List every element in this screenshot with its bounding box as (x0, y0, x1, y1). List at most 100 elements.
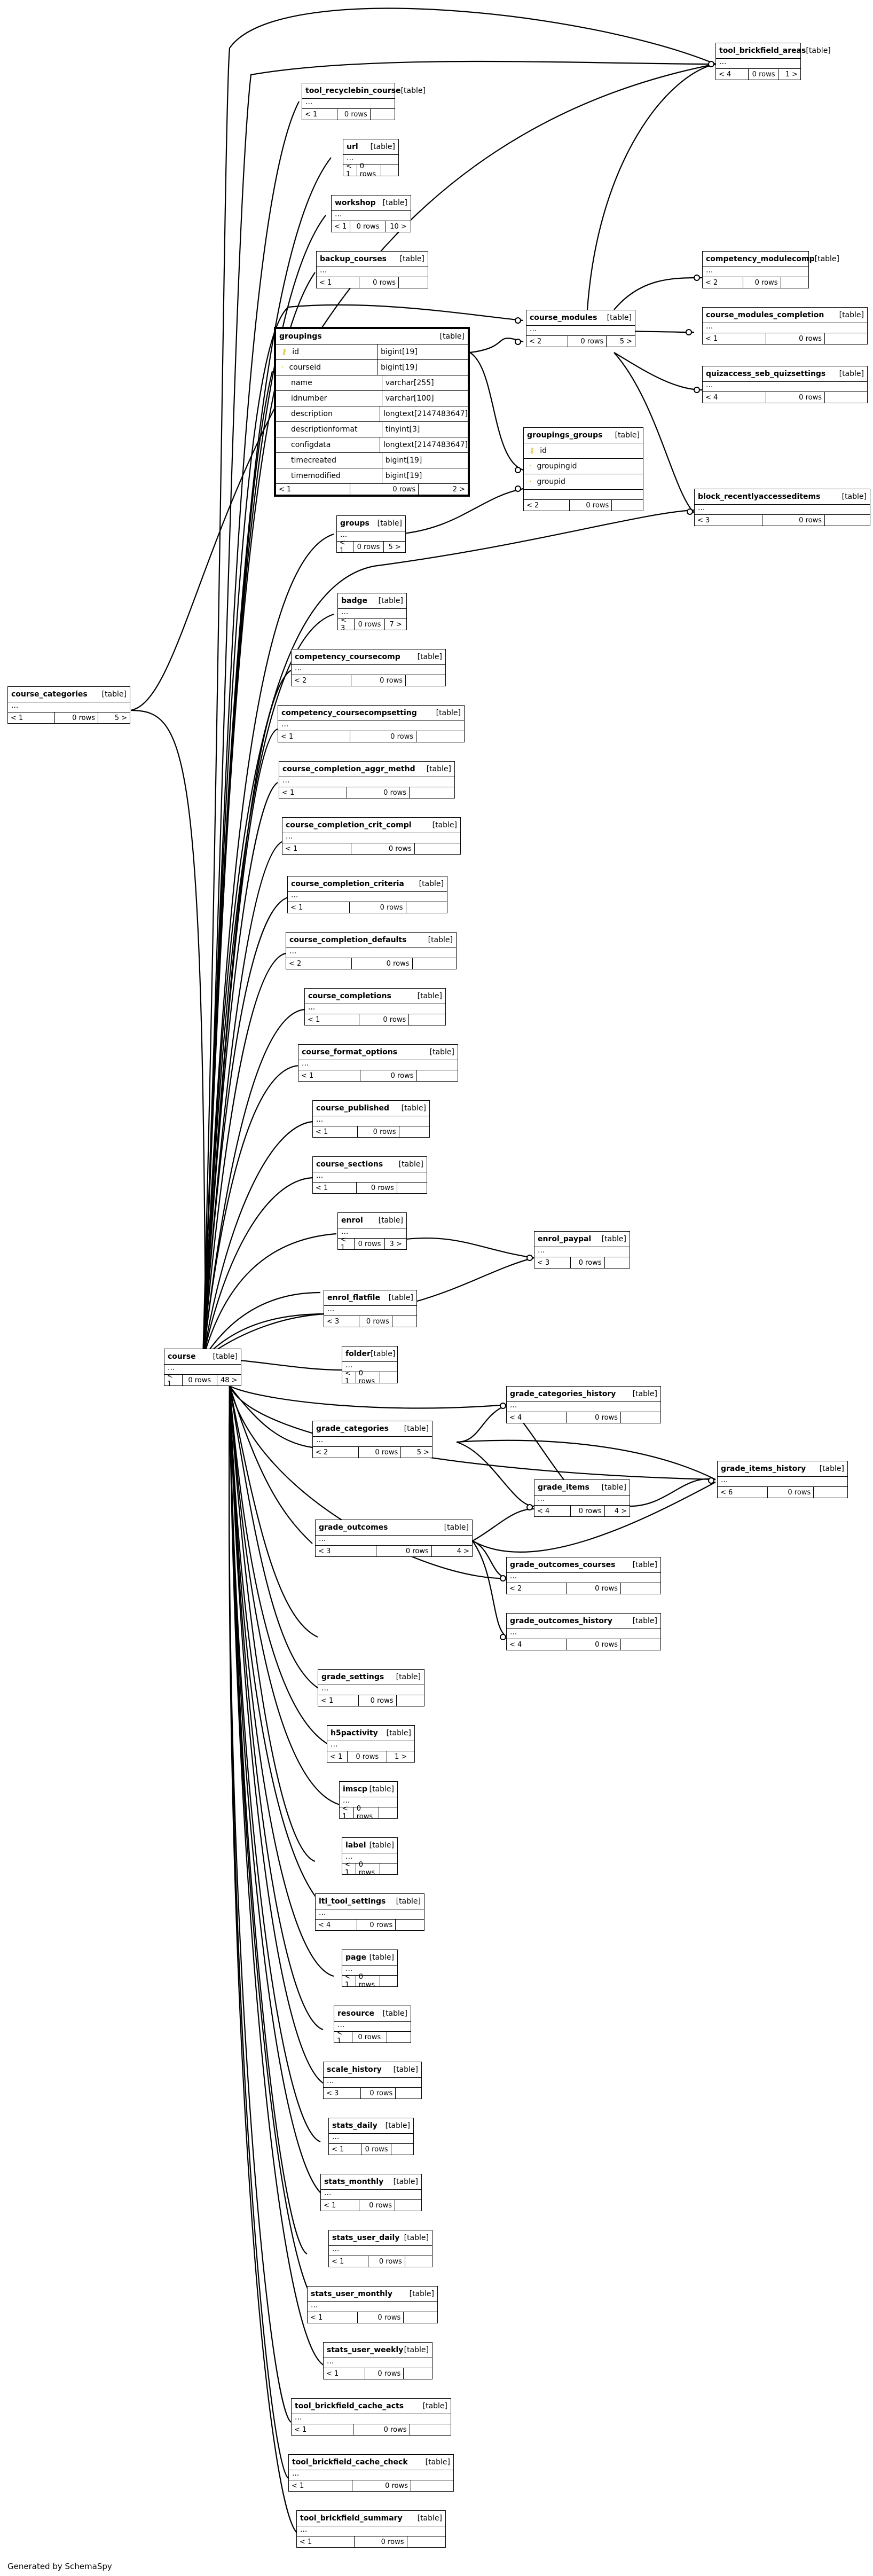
parents-count[interactable]: < 1 (342, 1861, 356, 1877)
children-count[interactable] (397, 1183, 427, 1193)
children-count[interactable] (411, 2480, 453, 2491)
children-count[interactable] (399, 1126, 430, 1137)
table-header[interactable]: block_recentlyaccesseditems[table] (695, 489, 870, 505)
parents-count[interactable]: < 1 (164, 1372, 183, 1388)
table-name[interactable]: lti_tool_settings (319, 1897, 386, 1906)
table-header[interactable]: grade_settings[table] (318, 1670, 424, 1685)
table-header[interactable]: grade_items_history[table] (718, 1461, 847, 1477)
table-header[interactable]: course_published[table] (313, 1101, 429, 1116)
table-name[interactable]: course_completion_defaults (289, 936, 407, 944)
table-header[interactable]: course_sections[table] (313, 1157, 427, 1172)
table-header[interactable]: course_modules[table] (526, 310, 635, 326)
table-name[interactable]: tool_brickfield_summary (300, 2514, 403, 2523)
parents-count[interactable]: < 1 (317, 277, 360, 288)
children-count[interactable] (380, 1372, 397, 1383)
table-header[interactable]: course_categories[table] (8, 687, 130, 702)
table-name[interactable]: enrol (341, 1216, 363, 1225)
children-count[interactable] (395, 2200, 421, 2211)
table-header[interactable]: tool_brickfield_cache_check[table] (289, 2455, 453, 2470)
table-name[interactable]: tool_brickfield_cache_acts (295, 2402, 404, 2410)
parents-count[interactable]: < 1 (308, 2312, 358, 2323)
table-header[interactable]: course_completion_aggr_methd[table] (279, 762, 454, 777)
table-header[interactable]: enrol_paypal[table] (534, 1232, 630, 1247)
table-name[interactable]: groupings_groups (527, 431, 603, 440)
table-header[interactable]: course_completion_criteria[table] (288, 876, 447, 892)
table-name[interactable]: tool_brickfield_cache_check (292, 2458, 408, 2467)
parents-count[interactable]: < 2 (313, 1447, 359, 1458)
table-name[interactable]: folder (345, 1350, 371, 1358)
children-count[interactable]: 10 > (390, 222, 407, 231)
table-header[interactable]: course[table] (164, 1349, 241, 1365)
table-header[interactable]: groups[table] (337, 516, 405, 531)
table-name[interactable]: grade_items (538, 1483, 589, 1492)
table-header[interactable]: enrol_flatfile[table] (324, 1290, 416, 1306)
children-count[interactable] (396, 1920, 424, 1930)
table-header[interactable]: label[table] (342, 1838, 397, 1853)
parents-count[interactable]: < 3 (324, 2088, 361, 2099)
parents-count[interactable]: < 4 (703, 392, 767, 403)
column-row[interactable]: ⚷id (524, 443, 643, 459)
parents-count[interactable]: < 1 (343, 162, 357, 178)
table-name[interactable]: enrol_paypal (538, 1235, 592, 1243)
children-count[interactable] (404, 2312, 437, 2323)
table-header[interactable]: tool_brickfield_summary[table] (297, 2511, 445, 2526)
table-header[interactable]: course_completion_defaults[table] (286, 933, 456, 948)
table-name[interactable]: enrol_flatfile (327, 1294, 380, 1302)
table-groupings-groups[interactable]: groupings_groups[table]⚷id·groupingid·gr… (523, 427, 643, 511)
parents-count[interactable]: < 3 (324, 1316, 360, 1327)
children-count[interactable] (415, 843, 460, 854)
parents-count[interactable]: < 2 (507, 1583, 567, 1594)
children-count[interactable] (392, 1316, 416, 1327)
table-header[interactable]: stats_user_weekly[table] (324, 2343, 432, 2358)
table-header[interactable]: grade_outcomes_courses[table] (507, 1557, 660, 1573)
table-course-completion-aggr-methd[interactable]: course_completion_aggr_methd[table]...< … (279, 761, 455, 798)
children-count[interactable] (621, 1639, 660, 1650)
parents-count[interactable]: < 1 (305, 1014, 359, 1025)
parents-count[interactable]: < 6 (718, 1487, 768, 1498)
table-name[interactable]: course_modules (530, 314, 597, 322)
table-header[interactable]: grade_outcomes_history[table] (507, 1614, 660, 1629)
table-header[interactable]: tool_recyclebin_course[table] (302, 83, 426, 99)
parents-count[interactable]: < 1 (318, 1695, 359, 1706)
parents-count[interactable]: < 1 (329, 2144, 361, 2155)
parents-count[interactable]: < 2 (526, 336, 569, 347)
table-header[interactable]: grade_categories[table] (313, 1421, 432, 1437)
parents-count[interactable]: < 1 (292, 2424, 353, 2435)
children-count[interactable]: 5 > (416, 1448, 429, 1457)
table-name[interactable]: grade_settings (321, 1673, 384, 1681)
parents-count[interactable]: < 1 (313, 1126, 358, 1137)
table-header[interactable]: resource[table] (334, 2006, 411, 2022)
children-count[interactable] (814, 1487, 847, 1498)
table-header[interactable]: scale_history[table] (324, 2062, 421, 2078)
column-row[interactable]: ·groupid (524, 474, 643, 490)
table-name[interactable]: groupings (279, 332, 322, 341)
table-header[interactable]: course_completion_crit_compl[table] (282, 818, 460, 833)
table-header[interactable]: enrol[table] (338, 1213, 406, 1228)
children-count[interactable] (825, 515, 870, 526)
children-count[interactable] (825, 392, 867, 403)
table-name[interactable]: course_categories (11, 690, 88, 699)
children-count[interactable]: 7 > (389, 620, 402, 629)
table-name[interactable]: tool_recyclebin_course (305, 87, 401, 95)
children-count[interactable] (380, 1864, 397, 1874)
